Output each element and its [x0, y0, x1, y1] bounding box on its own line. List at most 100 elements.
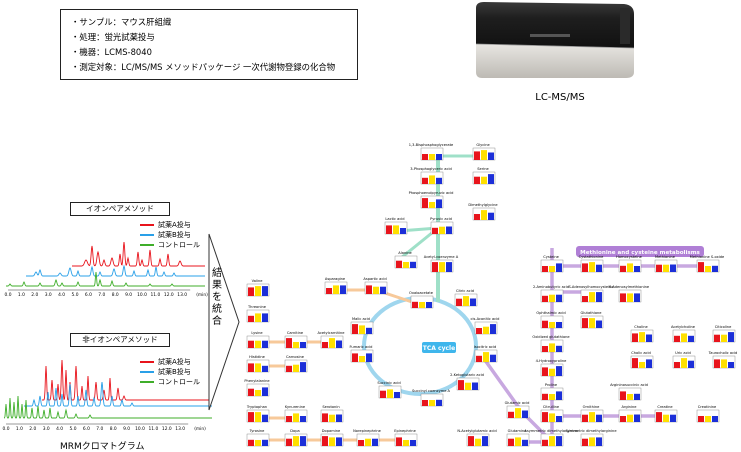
- metabolite-label: Aspartic acid: [363, 277, 386, 281]
- x-tick-label: 9.0: [125, 292, 132, 298]
- metabolite-bar: [632, 358, 638, 368]
- metabolite-node: Serine: [472, 167, 496, 185]
- x-tick-label: 12.0: [162, 426, 172, 432]
- legend-non-ion-pair: 試薬A投与 試薬B投与 コントロール: [140, 357, 200, 387]
- metabolite-bar: [670, 414, 676, 422]
- metabolite-bar: [329, 414, 335, 422]
- metabolite-label: Creatinine: [698, 405, 717, 409]
- metabolite-label: Citicoline: [715, 325, 732, 329]
- metabolite-bar: [436, 399, 442, 406]
- metabolite-bar: [456, 298, 462, 306]
- metabolite-bar: [262, 313, 268, 322]
- lcms-instrument-image: [475, 2, 635, 78]
- x-tick-label: 12.0: [164, 292, 174, 298]
- metabolite-bar: [380, 286, 386, 294]
- metabolite-bar: [340, 285, 346, 294]
- metabolite-label: S-Adenosylhomocysteine: [568, 285, 614, 289]
- legend-ion-pair: 試薬A投与 試薬B投与 コントロール: [140, 220, 200, 250]
- metabolite-bar: [372, 438, 378, 446]
- metabolite-node: Aspartic acid: [363, 277, 388, 295]
- x-tick-label: 11.0: [151, 292, 161, 298]
- metabolite-label: Asparagine: [325, 277, 346, 281]
- x-tick-label: 8.0: [110, 426, 117, 432]
- metabolite-bar: [248, 412, 254, 422]
- metabolite-node: Epinephrine: [394, 429, 418, 447]
- metabolite-label: 3-Phosphoglyceric acid: [410, 167, 452, 171]
- metabolite-bar: [286, 438, 292, 446]
- metabolite-bar: [646, 359, 652, 368]
- metabolite-bar: [620, 293, 626, 302]
- metabolite-bar: [582, 438, 588, 446]
- metabolite-bar: [549, 394, 555, 400]
- metabolite-bar: [549, 343, 555, 352]
- metabolite-bar: [329, 437, 335, 446]
- metabolite-bar: [620, 265, 626, 272]
- metabolite-bar: [352, 324, 358, 334]
- metabolite-label: Acetylcarnitine: [318, 331, 346, 335]
- tca-title-box: [422, 342, 456, 353]
- legend-swatch-red: [140, 224, 154, 226]
- x-tick-label: 13.0: [177, 292, 187, 298]
- metabolite-bar: [705, 416, 711, 422]
- metabolite-bar: [556, 416, 562, 422]
- metabolite-label: Carnitine: [287, 331, 304, 335]
- metabolite-label: Argininosuccinic acid: [610, 383, 648, 387]
- metabolite-bar: [698, 416, 704, 422]
- metabolite-bar: [293, 413, 299, 422]
- metabolite-node: Citric acid: [454, 289, 478, 307]
- metabolite-label: Citrulline: [543, 405, 560, 409]
- metabolite-bar: [705, 266, 711, 272]
- metabolite-label: Uric acid: [675, 351, 691, 355]
- metabolite-bar: [429, 202, 435, 208]
- integrate-char: 統: [212, 304, 222, 315]
- metabolite-node: 3-Phosphoglyceric acid: [410, 167, 452, 185]
- metabolite-bar: [286, 416, 292, 422]
- methionine-title: Methionine and cysteine metabolisms: [580, 250, 700, 256]
- metabolite-bar: [549, 322, 555, 328]
- metabolite-bar: [262, 439, 268, 446]
- metabolite-bar: [582, 318, 588, 328]
- metabolite-node: Lactic acid: [384, 217, 408, 235]
- metabolite-bar: [483, 352, 489, 362]
- trace-control: [3, 395, 212, 419]
- legend-swatch-green: [140, 244, 154, 246]
- metabolite-node: Phosphoenolpyruvic acid: [409, 191, 453, 209]
- metabolite-bar: [721, 334, 727, 342]
- metabolite-label: Histidine: [249, 355, 266, 359]
- metabolite-bar: [620, 391, 626, 400]
- metabolite-bar: [589, 262, 595, 272]
- metabolite-bar: [490, 354, 496, 362]
- metabolite-bar: [681, 333, 687, 342]
- legend-swatch-green: [140, 381, 154, 383]
- metabolite-bar: [410, 261, 416, 268]
- chart-title-ion-pair: イオンペアメソッド: [70, 202, 170, 216]
- metabolite-label: Arginine: [622, 405, 638, 409]
- metabolite-bar: [475, 438, 481, 446]
- metabolite-label: Malic acid: [352, 317, 370, 321]
- metabolite-label: Glycine: [476, 143, 490, 147]
- trace-reagent-a: [42, 359, 212, 401]
- x-tick-label: 0.0: [3, 426, 10, 432]
- metabolite-bar: [627, 414, 633, 422]
- metabolite-bar: [396, 260, 402, 268]
- metabolite-label: Threonine: [247, 305, 267, 309]
- x-axis-unit: (min): [196, 292, 208, 298]
- metabolite-bar: [432, 262, 438, 272]
- metabolite-node: Histidine: [246, 355, 270, 373]
- metabolite-label: N-Acetylglutamic acid: [457, 429, 496, 433]
- metabolite-bar: [422, 177, 428, 184]
- metabolite-label: Valine: [252, 279, 264, 283]
- metabolite-label: Taurocholic acid: [708, 351, 738, 355]
- metabolite-node: S-Adenosylhomocysteine: [568, 285, 614, 303]
- metabolite-bar: [419, 302, 425, 308]
- metabolite-label: Cholic acid: [631, 351, 651, 355]
- metabolite-bar: [522, 410, 528, 418]
- metabolite-bar: [542, 412, 548, 422]
- metabolite-node: Symmetric dimethylarginine: [565, 429, 617, 447]
- metabolite-bar: [300, 342, 306, 348]
- sample-info-box: ・サンプル：マウス肝組織 ・処理：蛍光試薬投与 ・機器：LCMS-8040 ・測…: [60, 9, 358, 80]
- metabolite-label: Fumaric acid: [350, 345, 373, 349]
- metabolite-node: Acetyl-coenzyme A: [424, 255, 459, 273]
- metabolite-bar: [674, 335, 680, 342]
- metabolite-bar: [248, 363, 254, 372]
